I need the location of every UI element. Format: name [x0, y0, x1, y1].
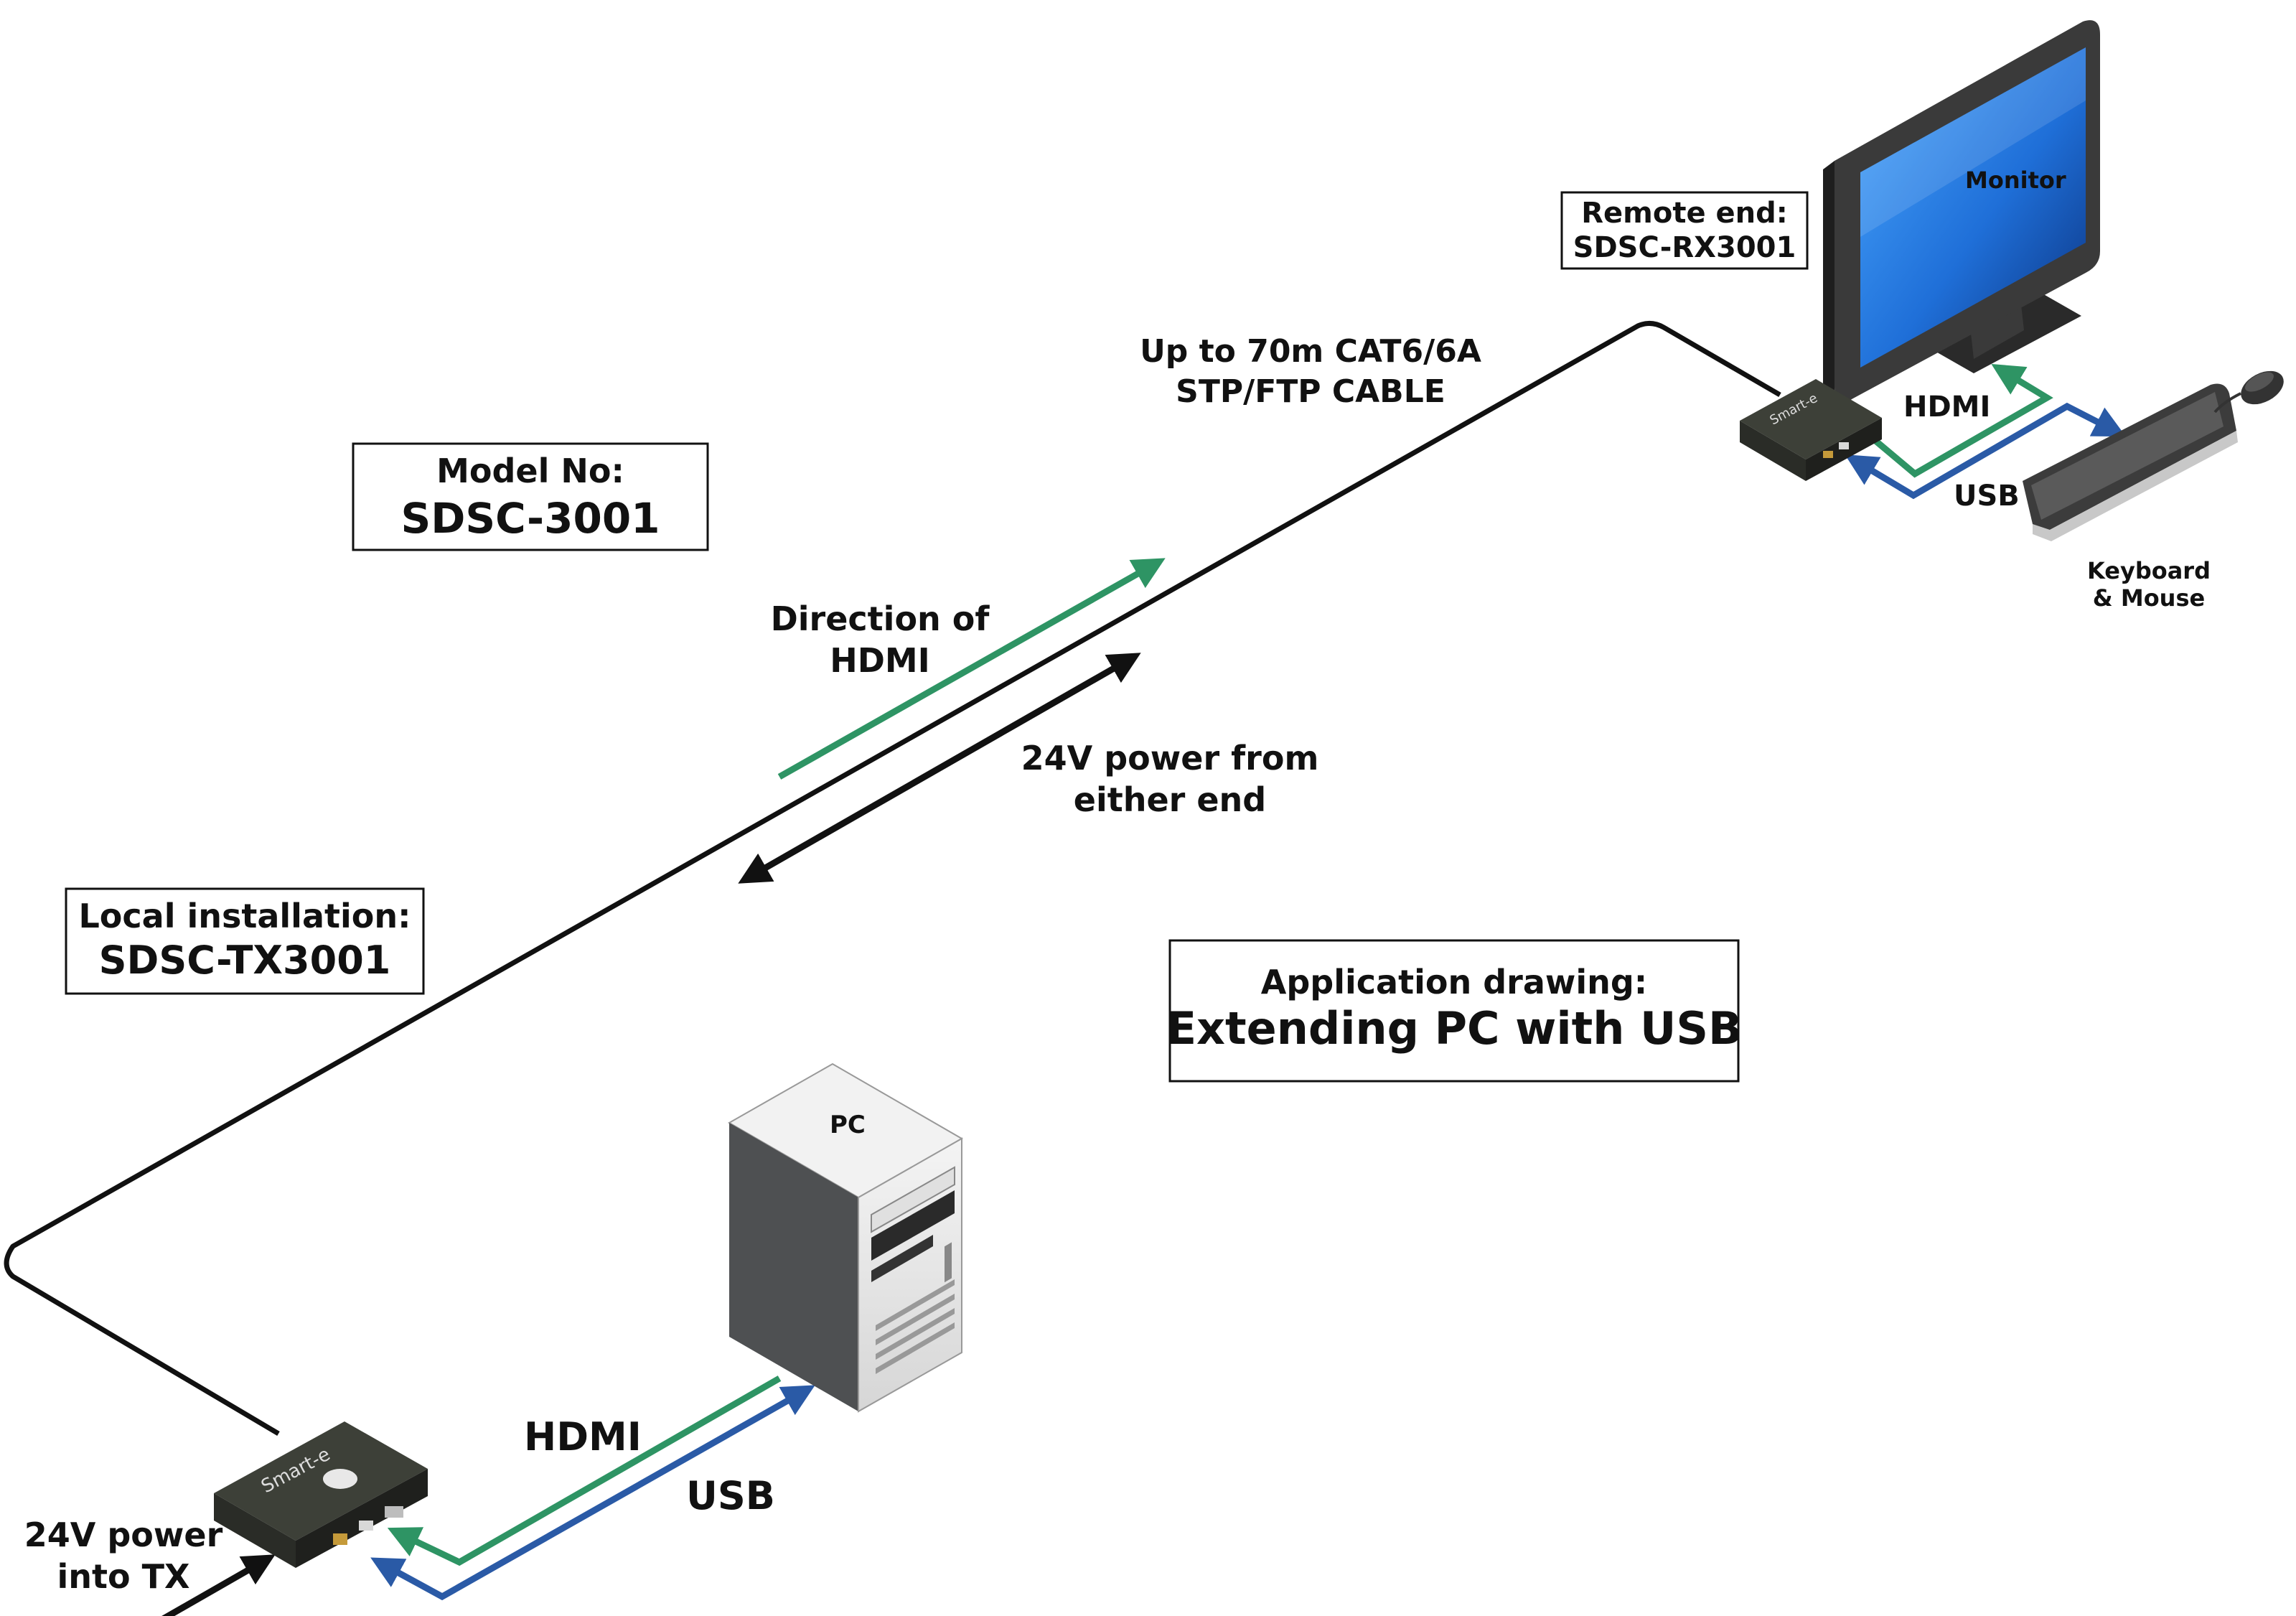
rx-unit: Smart-e: [1740, 379, 1882, 481]
remote-end-box: Remote end: SDSC-RX3001: [1560, 191, 1809, 270]
application-drawing-label: Application drawing:: [1261, 963, 1647, 1001]
mouse-icon: [2213, 370, 2284, 414]
model-number-label: Model No:: [436, 452, 624, 490]
local-installation-box: Local installation: SDSC-TX3001: [65, 887, 425, 995]
application-drawing-box: Application drawing: Extending PC with U…: [1166, 939, 1743, 1083]
monitor-label: Monitor: [1965, 167, 2066, 194]
remote-end-model: SDSC-RX3001: [1573, 231, 1796, 264]
keyboard: [2023, 383, 2238, 541]
remote-usb-arrow: [1845, 402, 2127, 500]
cable-label-line1: Up to 70m CAT6/6A: [1140, 333, 1481, 370]
keyboard-label-line1: Keyboard: [2087, 557, 2211, 584]
power-tx-line2: into TX: [57, 1557, 190, 1596]
tx-unit: Smart-e: [214, 1421, 428, 1568]
remote-end-label: Remote end:: [1581, 197, 1788, 230]
power-bidirectional-arrow: [738, 653, 1141, 884]
model-number-value: SDSC-3001: [400, 494, 660, 543]
power-tx-line1: 24V power: [24, 1515, 223, 1554]
local-installation-label: Local installation:: [78, 897, 411, 935]
application-drawing-title: Extending PC with USB: [1166, 1002, 1743, 1055]
pc-label: PC: [830, 1111, 866, 1139]
local-usb-label: USB: [686, 1473, 775, 1518]
local-hdmi-label: HDMI: [524, 1414, 642, 1459]
monitor: Monitor: [1823, 20, 2100, 408]
pc-tower: PC: [727, 1062, 964, 1413]
direction-label-line1: Direction of: [771, 599, 990, 638]
model-number-box: Model No: SDSC-3001: [352, 442, 709, 551]
cable-label-line2: STP/FTP CABLE: [1176, 373, 1445, 410]
power-either-line1: 24V power from: [1021, 739, 1319, 777]
keyboard-label-line2: & Mouse: [2093, 584, 2205, 612]
local-hdmi-arrow: [387, 1376, 782, 1566]
local-installation-model: SDSC-TX3001: [99, 938, 391, 983]
remote-usb-label: USB: [1954, 480, 2020, 513]
power-into-tx-arrow: [161, 1554, 276, 1616]
direction-label-line2: HDMI: [830, 641, 930, 680]
power-either-line2: either end: [1074, 780, 1266, 819]
remote-hdmi-label: HDMI: [1903, 391, 1990, 424]
local-usb-arrow: [370, 1385, 815, 1601]
